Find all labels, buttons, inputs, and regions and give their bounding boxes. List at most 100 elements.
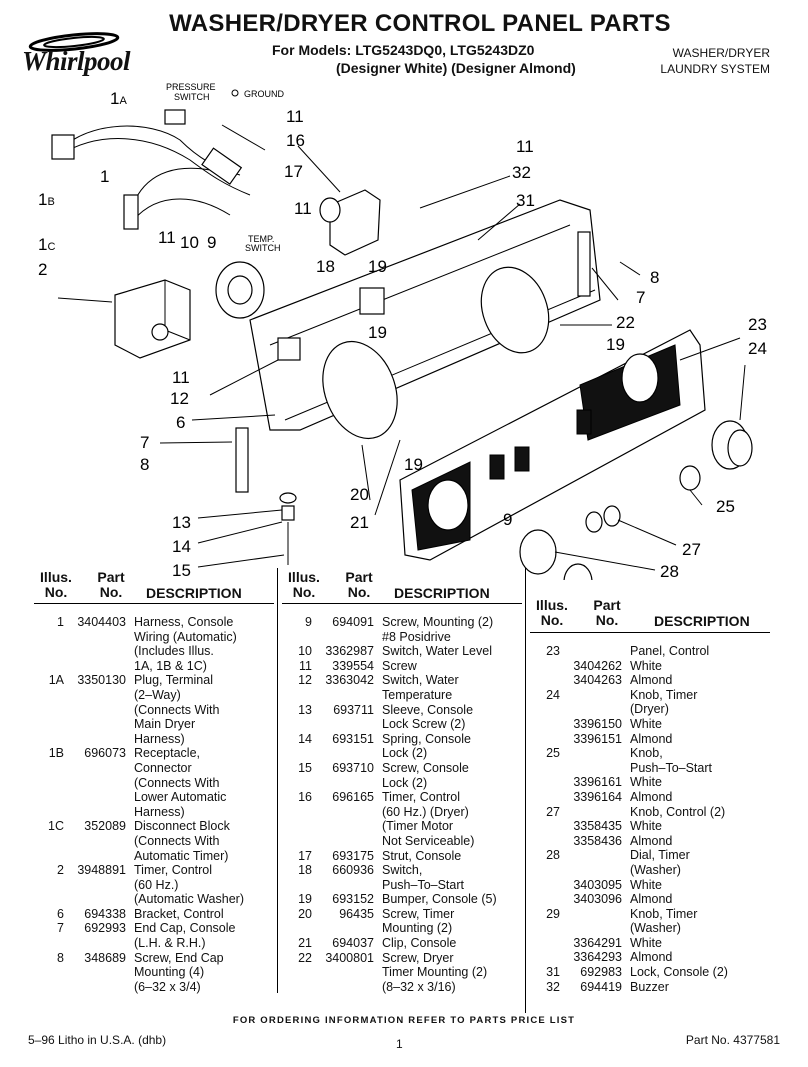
description: (L.H. & R.H.) [134,936,206,951]
whirlpool-logo: Whirlpool [14,28,184,88]
illus-no [34,849,64,864]
part-no: 692983 [580,965,622,980]
finish-line: (Designer White) (Designer Almond) [336,60,576,76]
brand-name: Whirlpool [22,46,131,76]
table-row: (6–32 x 3/4) [34,980,244,995]
part-no: 3404262 [573,658,622,673]
callout-19a: 19 [368,257,387,276]
description: Knob, [630,746,663,761]
part-no: 348689 [84,950,126,965]
table-row: Automatic Timer) [34,849,244,864]
illus-no: 1A [48,673,64,688]
part-no [312,688,374,703]
table-row: (Washer) [530,921,728,936]
table-header-rule-1 [34,603,274,604]
illus-no [34,834,64,849]
description: (60 Hz.) [134,877,179,892]
part-no: 3358435 [573,819,622,834]
description: Strut, Console [382,848,462,863]
illus-no [530,775,560,790]
description: Lower Automatic [134,790,227,805]
callout-11a: 11 [158,228,176,247]
part-no [560,761,622,776]
page-number: 1 [396,1037,403,1051]
callout-1C: 1C [38,235,55,254]
part-no [560,921,622,936]
description: White [630,716,662,731]
description: White [630,775,662,790]
timer-right [319,189,381,256]
callout-22: 22 [616,313,635,332]
description: Screw [382,658,417,673]
callout-14: 14 [172,537,191,556]
table-row: Lock Screw (2) [282,717,497,732]
illus-no [530,819,560,834]
description: Plug, Terminal [134,673,213,688]
table-row: Connector [34,761,244,776]
callout-23: 23 [748,315,767,334]
part-no [64,805,126,820]
description: Knob, Control (2) [630,804,726,819]
description: Harness, Console [134,615,234,629]
table-row: Main Dryer [34,717,244,732]
callout-1A: 1A [110,89,127,108]
illus-no: 2 [57,863,64,878]
callout-8a: 8 [650,268,659,287]
illus-no [34,878,64,893]
description: (60 Hz.) (Dryer) [382,804,469,819]
illus-no [530,673,560,688]
part-no [64,790,126,805]
description: Screw, Mounting (2) [382,615,494,629]
part-no: 693710 [332,760,374,775]
callout-11e: 11 [172,368,190,387]
table-row: 3396161 White [530,775,728,790]
callout-16: 16 [286,131,305,150]
illus-no [530,659,560,674]
description: Push–To–Start [630,760,712,775]
illus-no: 10 [298,644,312,659]
part-no [560,907,622,922]
description: Almond [630,789,673,804]
part-no [64,849,126,864]
table-row: Harness) [34,732,244,747]
table-row: Mounting (4) [34,965,244,980]
description: Mounting (4) [134,965,205,980]
illus-no: 32 [546,979,560,994]
part-no: 694338 [84,906,126,921]
end-cap-right [577,231,591,297]
part-no [64,688,126,703]
part-no [64,630,126,645]
illus-no [34,980,64,995]
part-no: 3396161 [573,775,622,790]
table-row: (Includes Illus. [34,644,244,659]
callout-15: 15 [172,561,191,580]
exploded-parts-diagram: 1A 1 1B 1C 2 11 10 9 11 16 17 11 18 19 1… [38,82,767,580]
description: Spring, Console [382,731,471,746]
illus-no [34,761,64,776]
illus-no [530,921,560,936]
part-no [64,776,126,791]
description: (Washer) [630,921,681,936]
description: End Cap, Console [134,921,236,936]
temp-label: TEMP. [248,234,274,244]
description: Timer, Control [382,790,461,805]
table-divider-1 [277,568,278,993]
ground-label: GROUND [244,89,284,99]
table-header-rule-3 [530,632,770,633]
col1-illus-header: Illus.No. [40,569,72,600]
table-row: (Washer) [530,863,728,878]
callout-7b: 7 [140,433,149,452]
